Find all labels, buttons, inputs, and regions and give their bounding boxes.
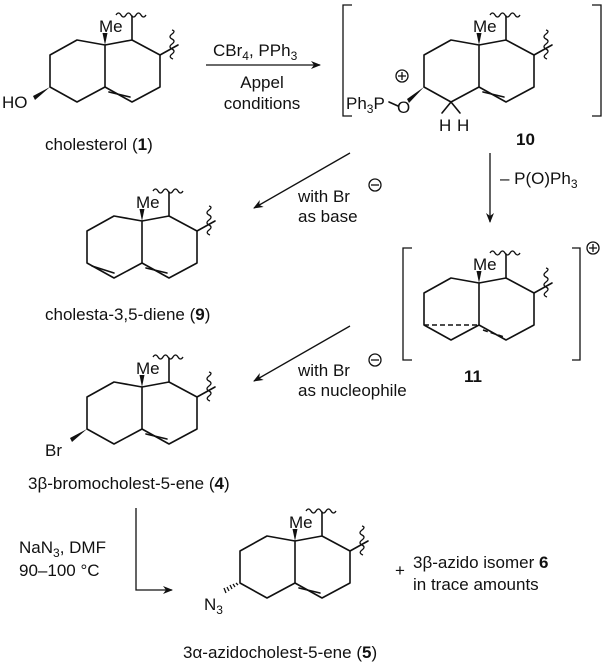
compound-intermediate-10: Ph3P O H H Me 10 bbox=[342, 4, 602, 149]
plus-charge-icon bbox=[586, 241, 600, 255]
methyl-label: Me bbox=[136, 193, 160, 212]
compound-cation-11: Me 11 bbox=[402, 241, 600, 386]
hydrogen-label: H bbox=[457, 116, 469, 135]
compound-bromide-4: Me Br 3β-bromocholest-5-ene (4) bbox=[28, 354, 230, 493]
loss-label: – P(O)Ph3 bbox=[500, 169, 578, 191]
svg-text:3β-azido isomer 6: 3β-azido isomer 6 bbox=[413, 553, 548, 572]
methyl-label: Me bbox=[473, 17, 497, 36]
svg-text:in trace amounts: in trace amounts bbox=[413, 575, 539, 594]
elimination-label: with Br as base bbox=[297, 178, 382, 226]
compound-name: cholesterol (1) bbox=[45, 135, 153, 154]
compound-azide-5: Me N3 3α-azidocholest-5-ene (5) bbox=[183, 508, 377, 662]
azidation-reagents: NaN3, DMF bbox=[19, 538, 106, 560]
bromo-label: Br bbox=[45, 441, 62, 460]
methyl-label: Me bbox=[99, 17, 123, 36]
compound-cholesterol: Me HO cholesterol (1) bbox=[2, 12, 179, 154]
phosphonium-label: Ph3P bbox=[346, 94, 385, 116]
methyl-label: Me bbox=[289, 513, 313, 532]
svg-text:as base: as base bbox=[298, 207, 358, 226]
plus-sign: + bbox=[395, 561, 405, 580]
azidation-conditions: 90–100 °C bbox=[19, 561, 100, 580]
substitution-arrow bbox=[253, 325, 351, 382]
reaction-azidation: NaN3, DMF 90–100 °C bbox=[19, 508, 173, 594]
compound-name: cholesta-3,5-diene (9) bbox=[45, 305, 210, 324]
hydrogen-label: H bbox=[439, 116, 451, 135]
substitution-label: with Br as nucleophile bbox=[297, 353, 407, 400]
svg-text:with Br: with Br bbox=[297, 361, 350, 380]
compound-number: 10 bbox=[516, 130, 535, 149]
elimination-arrow bbox=[253, 152, 351, 209]
reagents-label: CBr4, PPh3 bbox=[213, 41, 298, 63]
compound-diene-9: Me cholesta-3,5-diene (9) bbox=[45, 188, 216, 324]
methyl-label: Me bbox=[473, 255, 497, 274]
reaction-appel: CBr4, PPh3 Appel conditions bbox=[206, 41, 321, 113]
compound-number: 11 bbox=[464, 367, 482, 386]
azidation-arrow bbox=[135, 508, 173, 594]
hydroxyl-label: HO bbox=[2, 93, 28, 112]
svg-text:as nucleophile: as nucleophile bbox=[298, 381, 407, 400]
compound-name: 3α-azidocholest-5-ene (5) bbox=[183, 643, 377, 662]
minus-charge-icon bbox=[368, 353, 382, 367]
byproduct-note: + 3β-azido isomer 6 in trace amounts bbox=[395, 553, 548, 594]
compound-name: 3β-bromocholest-5-ene (4) bbox=[28, 474, 230, 493]
azide-label: N3 bbox=[204, 595, 223, 617]
oxygen-label: O bbox=[397, 98, 410, 117]
appel-label: Appel bbox=[240, 73, 283, 92]
methyl-label: Me bbox=[136, 359, 160, 378]
plus-charge-icon bbox=[395, 69, 409, 83]
conditions-label: conditions bbox=[224, 94, 301, 113]
svg-text:with Br: with Br bbox=[297, 187, 350, 206]
minus-charge-icon bbox=[368, 178, 382, 192]
